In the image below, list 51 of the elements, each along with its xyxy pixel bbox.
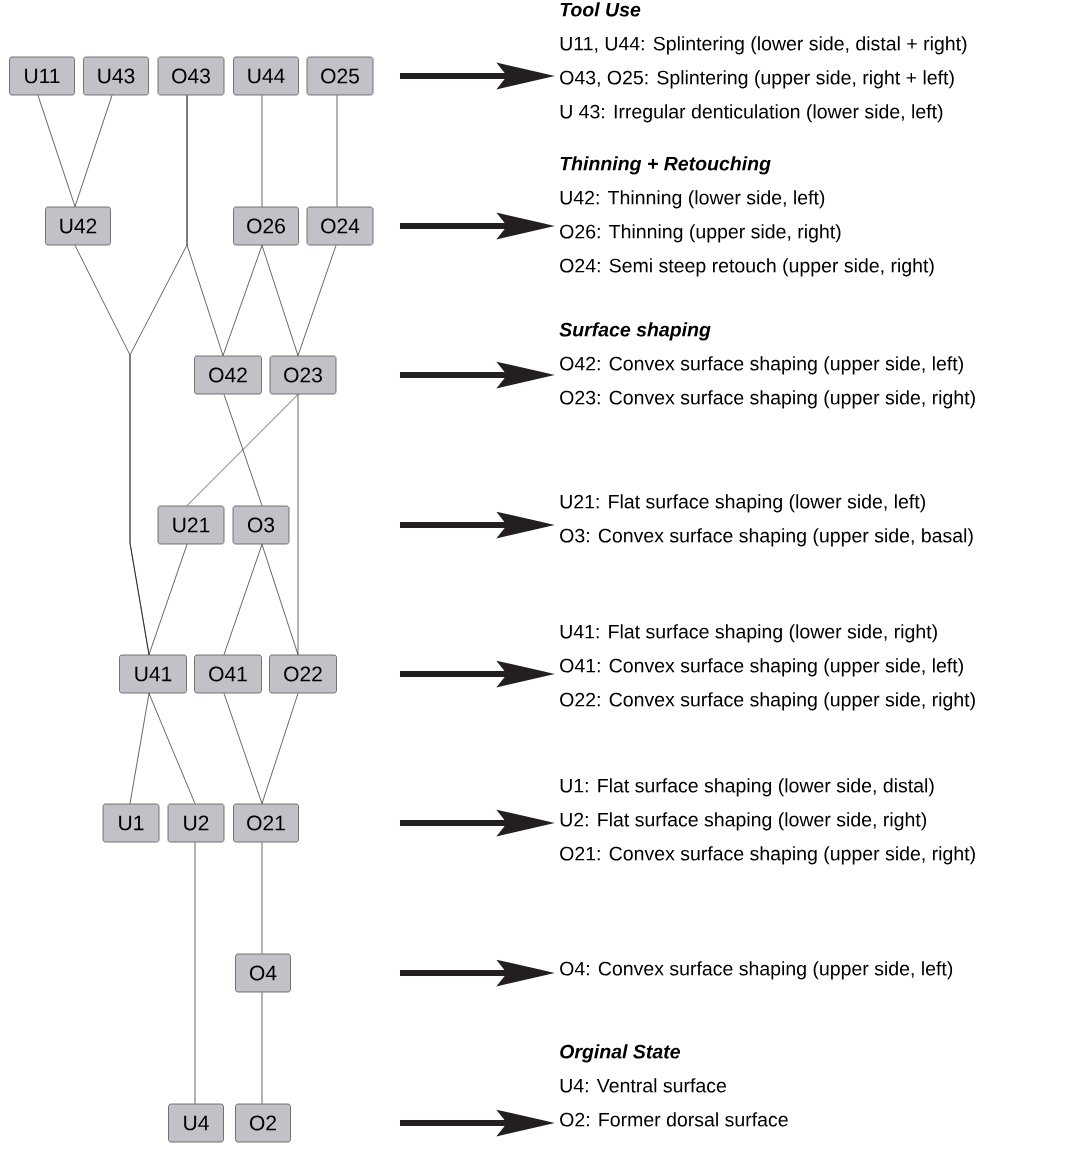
- connector-line: [186, 95, 224, 356]
- connector-line: [261, 693, 299, 804]
- state-box: O23: [269, 355, 337, 395]
- connector-line: [222, 245, 263, 356]
- description-text: O4: Convex surface shaping (upper side, left): [560, 961, 953, 980]
- description-text: Thinning + Retouching U42: Thinning (lower side, left) O26: Thinning (upper side, right) O24: Semi steep retouch (upper side, right): [560, 156, 934, 277]
- state-box: U41: [119, 654, 187, 694]
- state-box: U2: [167, 803, 225, 843]
- connector-line: [194, 842, 196, 1104]
- connector-line: [223, 693, 263, 804]
- connector-line: [261, 842, 263, 954]
- state-box: O43: [157, 56, 225, 96]
- connector-line: [297, 245, 337, 356]
- connector-line: [148, 693, 196, 804]
- description-text: Orginal State U4: Ventral surface O2: Former dorsal surface: [560, 1044, 788, 1127]
- state-box: U44: [233, 56, 299, 96]
- state-box: U1: [102, 803, 160, 843]
- connector-line: [74, 95, 113, 207]
- state-box: U43: [83, 56, 149, 96]
- state-box: O22: [269, 654, 337, 694]
- connector-line: [261, 95, 263, 207]
- connector-line: [223, 544, 263, 655]
- state-box: O25: [306, 56, 374, 96]
- connector-line: [297, 394, 299, 655]
- state-box: O24: [306, 206, 374, 246]
- state-box: O41: [194, 654, 262, 694]
- state-box: U42: [45, 206, 111, 246]
- state-box: O2: [235, 1103, 291, 1143]
- connector-line: [129, 693, 150, 804]
- description-text: U1: Flat surface shaping (lower side, distal) U2: Flat surface shaping (lower side, right) O21: Convex surface shaping (upper side, right): [560, 778, 975, 865]
- connector-line: [37, 95, 76, 207]
- connector-line: [336, 95, 338, 207]
- description-text: U41: Flat surface shaping (lower side, right) O41: Convex surface shaping (upper side, left) O22: Convex surface shaping (upper side, right): [560, 624, 975, 711]
- state-box: O26: [233, 206, 299, 246]
- connector-line: [261, 245, 299, 356]
- connector-line: [261, 544, 299, 655]
- connector-line: [261, 992, 263, 1104]
- description-text: Tool Use U11, U44: Splintering (lower side, distal + right) O43, O25: Splintering (upper side, right + left) U 43: Irregular denticulation (lower side, left): [560, 2, 967, 123]
- connector-line: [186, 394, 299, 506]
- state-box: O4: [235, 953, 291, 993]
- state-box: O3: [232, 505, 290, 545]
- state-box: U4: [168, 1103, 224, 1143]
- description-text: U21: Flat surface shaping (lower side, left) O3: Convex surface shaping (upper side, basal): [560, 494, 973, 547]
- description-text: Surface shaping O42: Convex surface shaping (upper side, left) O23: Convex surface shaping (upper side, right): [559, 322, 975, 409]
- state-box: U21: [157, 505, 225, 545]
- connector-line: [223, 394, 263, 506]
- connector-line: [148, 544, 188, 655]
- state-box: O42: [194, 355, 262, 395]
- state-box: U11: [9, 56, 75, 96]
- state-box: O21: [233, 803, 299, 843]
- connector-line: [74, 245, 150, 655]
